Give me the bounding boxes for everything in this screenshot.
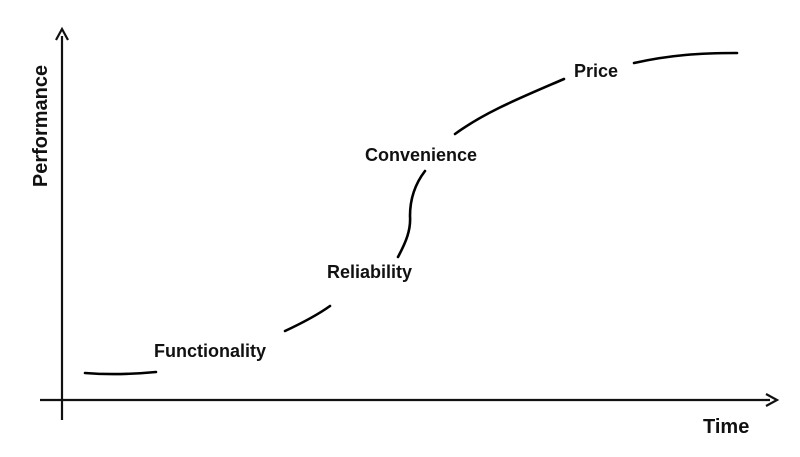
stage-label-reliability: Reliability [327, 262, 412, 282]
stage-label-convenience: Convenience [365, 145, 477, 165]
y-axis-title: Performance [30, 65, 52, 187]
curve-segment-functionality-to-reliability [283, 304, 332, 333]
curve-segment-convenience-to-price [453, 77, 566, 136]
x-axis-title: Time [703, 416, 749, 438]
performance-curve [83, 51, 739, 376]
x-axis [40, 393, 780, 407]
y-axis [55, 26, 69, 420]
y-axis-arrowhead [55, 26, 69, 41]
curve-segment-price-to-end [632, 51, 739, 65]
curve-segment-start [83, 370, 158, 376]
x-axis-arrowhead [765, 393, 780, 407]
stage-label-functionality: Functionality [154, 341, 266, 361]
stage-label-price: Price [574, 61, 618, 81]
curve-segment-reliability-to-convenience [396, 169, 427, 259]
